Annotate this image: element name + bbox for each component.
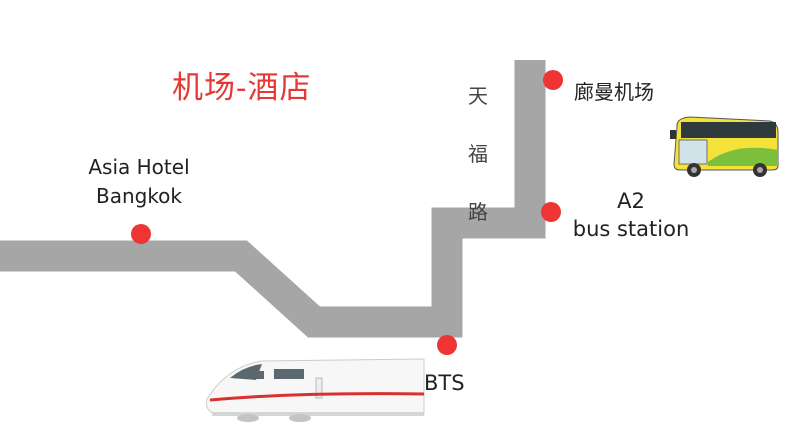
road-name-char-1: 天 [468, 84, 488, 108]
hotel-label: Asia Hotel Bangkok [54, 153, 224, 211]
route-path [0, 60, 546, 338]
bts-label: BTS [424, 371, 465, 395]
hotel-name-line-2: Bangkok [95, 184, 183, 208]
map-title: 机场-酒店 [172, 70, 312, 106]
bus-icon [670, 116, 779, 177]
a2-label-line-2: bus station [572, 217, 690, 241]
hotel-name-line-1: Asia Hotel [88, 155, 190, 179]
a2-marker[interactable] [541, 202, 561, 222]
a2-bus-station-label: A2 bus station [560, 187, 702, 243]
hotel-marker[interactable] [131, 224, 151, 244]
bts-marker[interactable] [437, 335, 457, 355]
road-name-char-2: 福 [468, 142, 488, 166]
airport-marker[interactable] [543, 70, 563, 90]
road-name-char-3: 路 [468, 200, 488, 224]
airport-label: 廊曼机场 [574, 80, 654, 104]
a2-label-line-1: A2 [617, 189, 645, 213]
bts-train-icon [205, 358, 425, 422]
